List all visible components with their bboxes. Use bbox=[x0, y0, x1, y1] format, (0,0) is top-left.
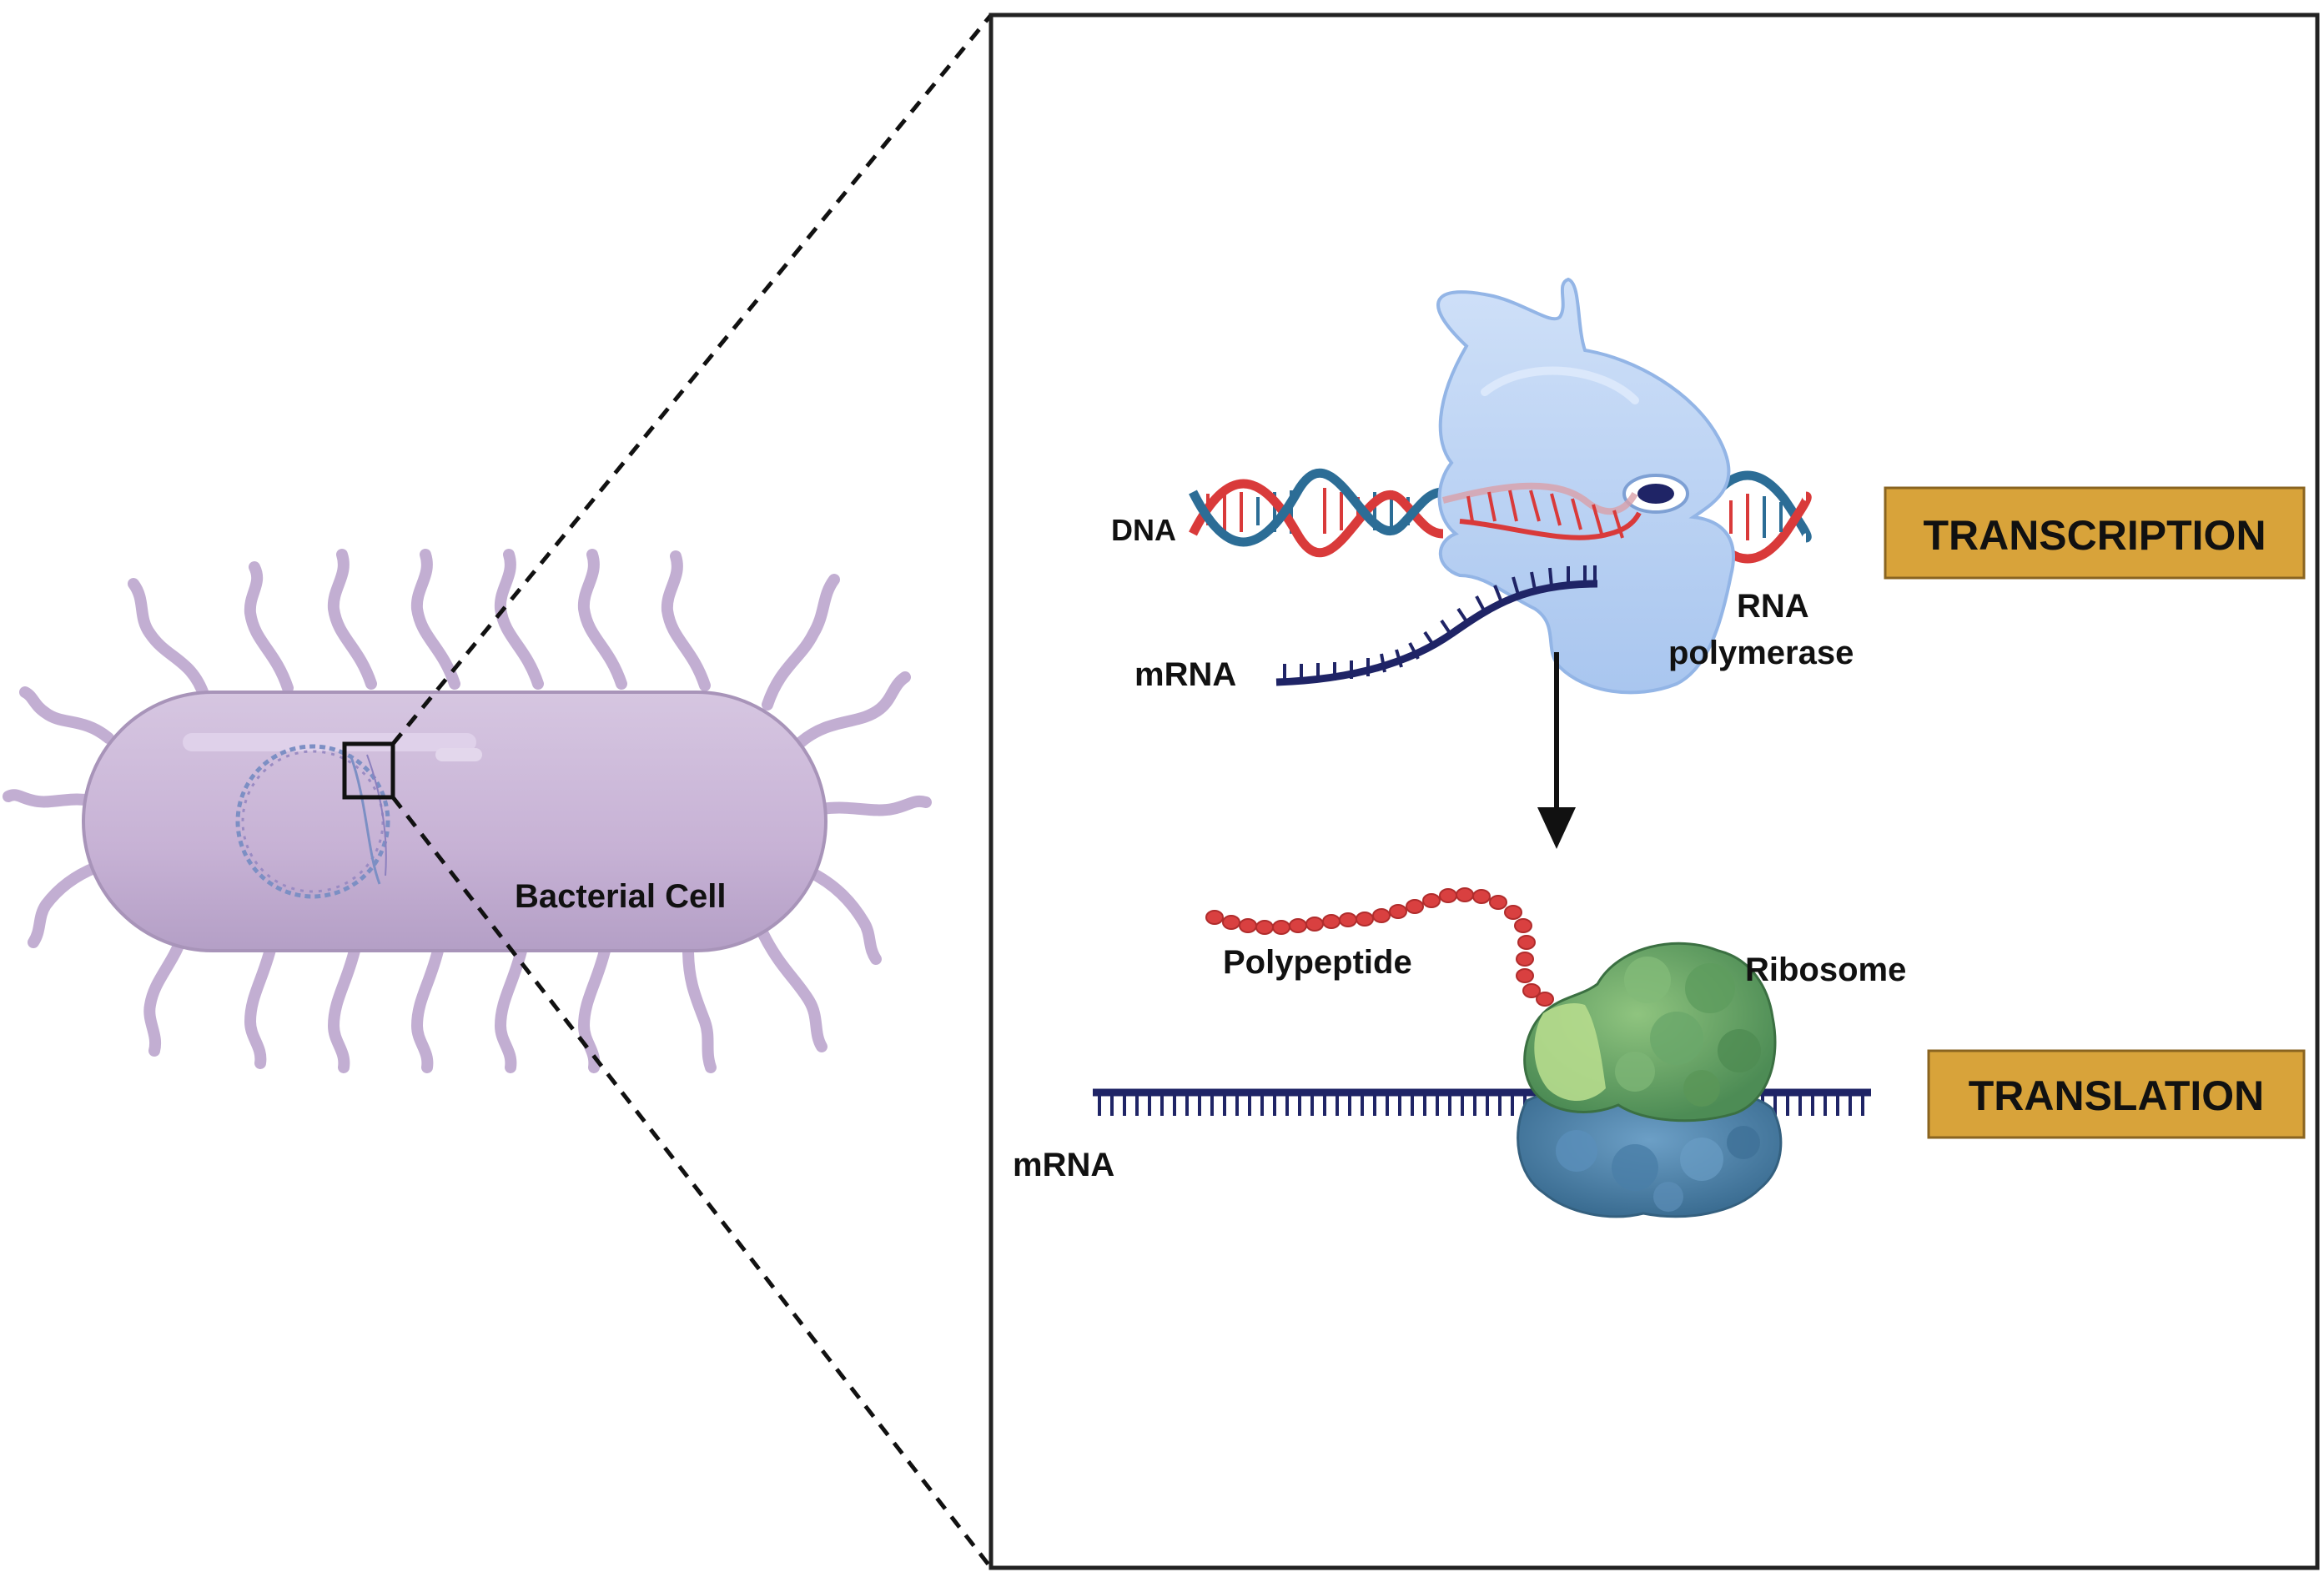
transcription-label: TRANSCRIPTION bbox=[1923, 512, 2266, 559]
bacterial-cell: Bacterial Cell bbox=[3, 549, 932, 1073]
chromosome-strand-2 bbox=[366, 754, 387, 876]
ribosome-small-subunit bbox=[1517, 1087, 1783, 1218]
mrna-strand-top bbox=[1275, 565, 1598, 686]
zoom-panel bbox=[988, 13, 2320, 1570]
rna-polymerase bbox=[1436, 277, 1735, 695]
polypeptide-label: Polypeptide bbox=[1223, 944, 1412, 981]
zoom-box bbox=[342, 741, 395, 800]
process-arrow bbox=[1537, 652, 1576, 849]
transcription-section: DNA bbox=[1111, 277, 2306, 695]
mrna-bottom-label: mRNA bbox=[1013, 1147, 1114, 1183]
circular-chromosome-inner bbox=[241, 750, 385, 893]
polypeptide-chain bbox=[1205, 887, 1554, 1007]
ribosome-label: Ribosome bbox=[1745, 952, 1906, 988]
translation-section: Polypeptide mRNA Ribosome bbox=[1013, 887, 2306, 1218]
mrna-top-label: mRNA bbox=[1134, 656, 1236, 693]
translation-box bbox=[1927, 1049, 2306, 1139]
rna-polymerase-label-line2: polymerase bbox=[1668, 635, 1854, 671]
translation-label: TRANSLATION bbox=[1969, 1072, 2265, 1119]
chromosome-strand bbox=[349, 754, 381, 885]
zoom-lines bbox=[391, 13, 993, 1569]
dna-label: DNA bbox=[1111, 513, 1176, 547]
rna-polymerase-label-line1: RNA bbox=[1737, 588, 1809, 625]
dna-helix bbox=[1189, 468, 1812, 564]
ribosome-large-subunit bbox=[1523, 942, 1777, 1122]
flagella bbox=[3, 549, 932, 1073]
cell-body bbox=[82, 691, 827, 952]
transcription-box bbox=[1884, 486, 2306, 580]
circular-chromosome bbox=[235, 744, 390, 899]
bacterial-cell-label: Bacterial Cell bbox=[515, 878, 726, 915]
